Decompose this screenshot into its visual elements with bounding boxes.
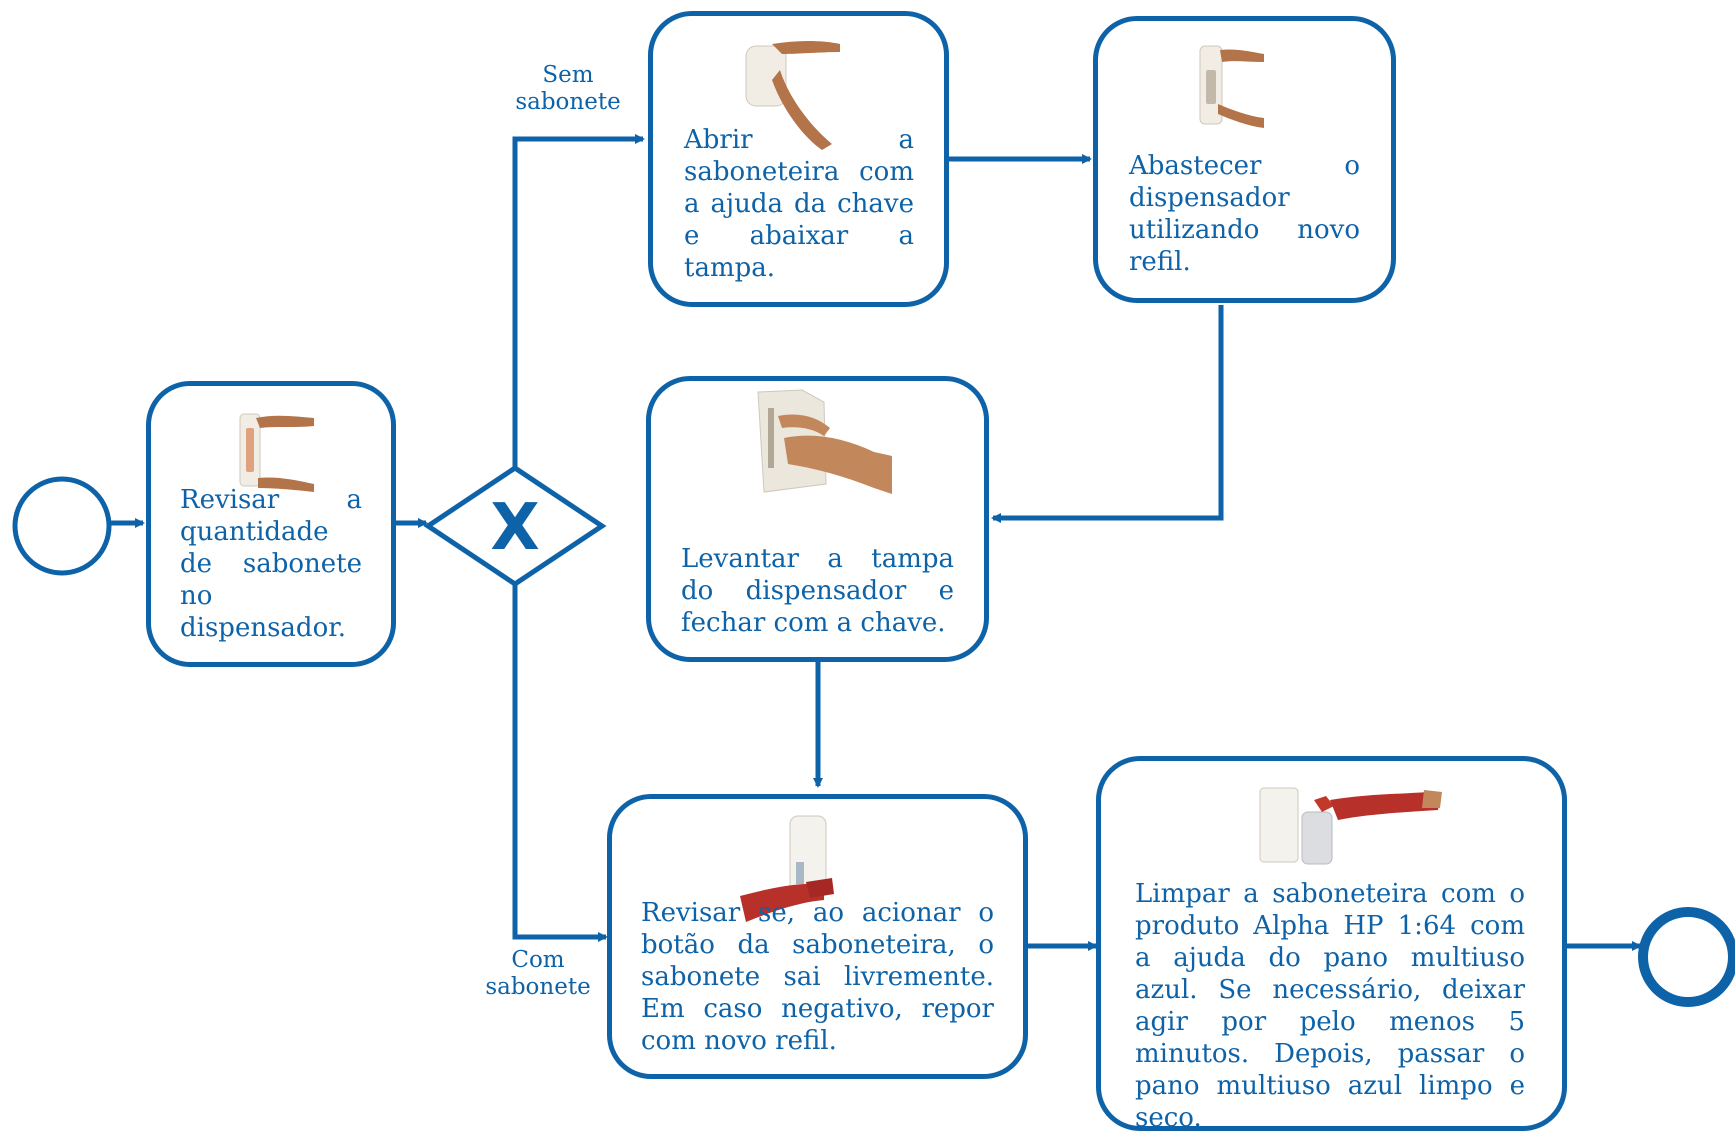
clean-dispenser-photo — [1259, 787, 1442, 865]
gateway-x-mark: X — [490, 491, 540, 565]
task-text-limpar: Limpar a saboneteira com o produto Alpha… — [1135, 879, 1525, 1133]
task-text-abrir: Abrir a saboneteira com a ajuda da chave… — [684, 125, 914, 283]
flow-gateway-com-sabonete — [512, 584, 608, 942]
flow-refill-to-close — [991, 305, 1224, 523]
dispenser-check-photo — [239, 413, 314, 492]
press-button-photo — [740, 815, 834, 922]
label-sem-sabonete: Sem sabonete — [515, 62, 621, 115]
task-text-revisar-quantidade: Revisar a quantidade de sabonete no disp… — [180, 485, 362, 643]
task-revisar-quantidade — [146, 381, 396, 667]
refill-dispenser-photo — [1199, 45, 1264, 128]
close-dispenser-photo — [757, 389, 892, 494]
task-text-levantar: Levantar a tampa do dispensador e fechar… — [681, 544, 954, 638]
end-event-circle — [1638, 907, 1735, 1007]
open-dispenser-photo — [745, 41, 840, 150]
task-abastecer — [1093, 16, 1396, 303]
label-com-sabonete: Com sabonete — [485, 947, 591, 1000]
flow-gateway-sem-sabonete — [512, 134, 645, 468]
task-text-revisar-acionar: Revisar se, ao acionar o botão da sabone… — [641, 898, 994, 1056]
start-event-circle — [12, 476, 112, 576]
task-abrir-saboneteira — [648, 11, 949, 307]
task-text-abastecer: Abastecer o dispensador utilizando novo … — [1129, 151, 1360, 277]
